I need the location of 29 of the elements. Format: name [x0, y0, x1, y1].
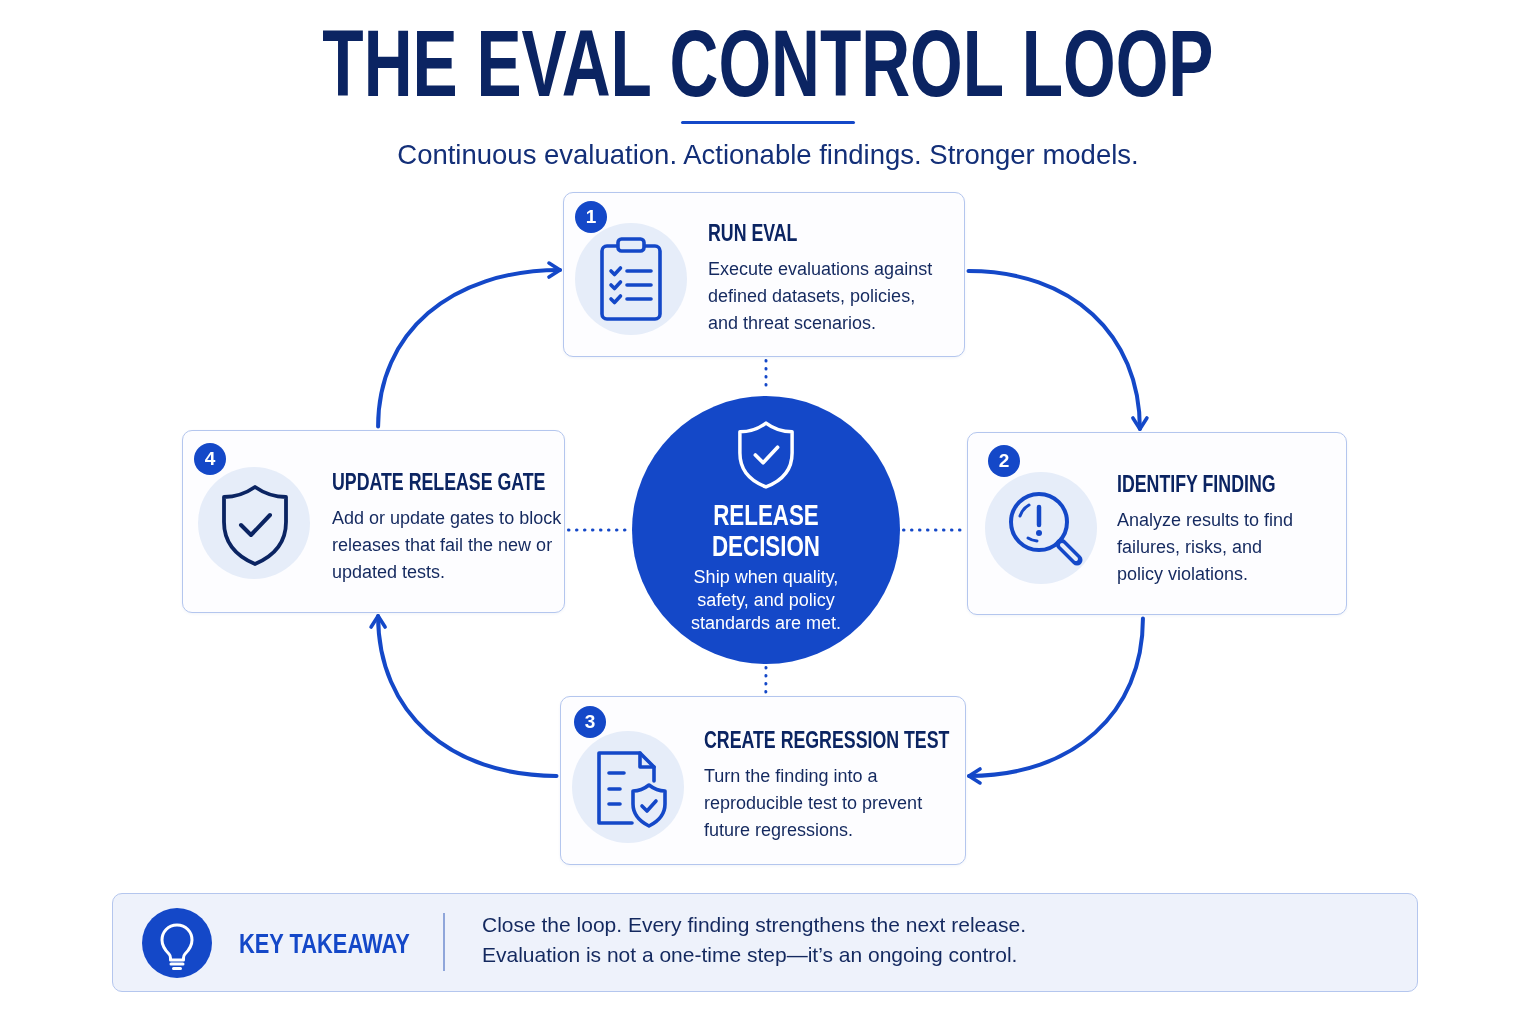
- takeaway-text: Close the loop. Every finding strengthens the next release.: [482, 912, 1026, 938]
- decision-title: RELEASE DECISION: [711, 498, 821, 561]
- step-card: [563, 192, 965, 357]
- step-number-badge: 4: [194, 443, 226, 475]
- step-description: Analyze results to find failures, risks, and policy violations.: [1117, 508, 1295, 586]
- step-title: UPDATE RELEASE GATE: [332, 468, 546, 496]
- curved-arrow: [376, 261, 562, 429]
- curved-arrow: [370, 614, 559, 778]
- title: THE EVAL CONTROL LOOP: [322, 17, 1214, 111]
- step-title: CREATE REGRESSION TEST: [704, 726, 950, 754]
- decision-description: Ship when quality, safety, and policy standards are met.: [689, 565, 843, 635]
- step-card: [182, 430, 565, 613]
- step-description: Add or update gates to block releases that fail the new or updated tests.: [332, 506, 563, 584]
- step-card: [967, 432, 1347, 615]
- curved-arrow: [967, 616, 1145, 785]
- step-card: [560, 696, 966, 865]
- step-title: IDENTIFY FINDING: [1117, 470, 1276, 498]
- takeaway-panel: [112, 893, 1418, 992]
- subtitle: Continuous evaluation. Actionable findings. Stronger models.: [397, 139, 1139, 171]
- step-number-badge: 1: [575, 201, 607, 233]
- takeaway-text: Evaluation is not a one-time step—it’s an ongoing control.: [482, 942, 1018, 968]
- curved-arrow: [966, 269, 1148, 431]
- dotted-connector: [764, 666, 768, 694]
- step-number-badge: 2: [988, 445, 1020, 477]
- step-number-badge: 3: [574, 706, 606, 738]
- step-description: Turn the finding into a reproducible test to prevent future regressions.: [704, 764, 924, 842]
- step-description: Execute evaluations against defined datasets, policies, and threat scenarios.: [708, 257, 934, 335]
- step-title: RUN EVAL: [708, 219, 798, 247]
- takeaway-title: KEY TAKEAWAY: [239, 928, 410, 960]
